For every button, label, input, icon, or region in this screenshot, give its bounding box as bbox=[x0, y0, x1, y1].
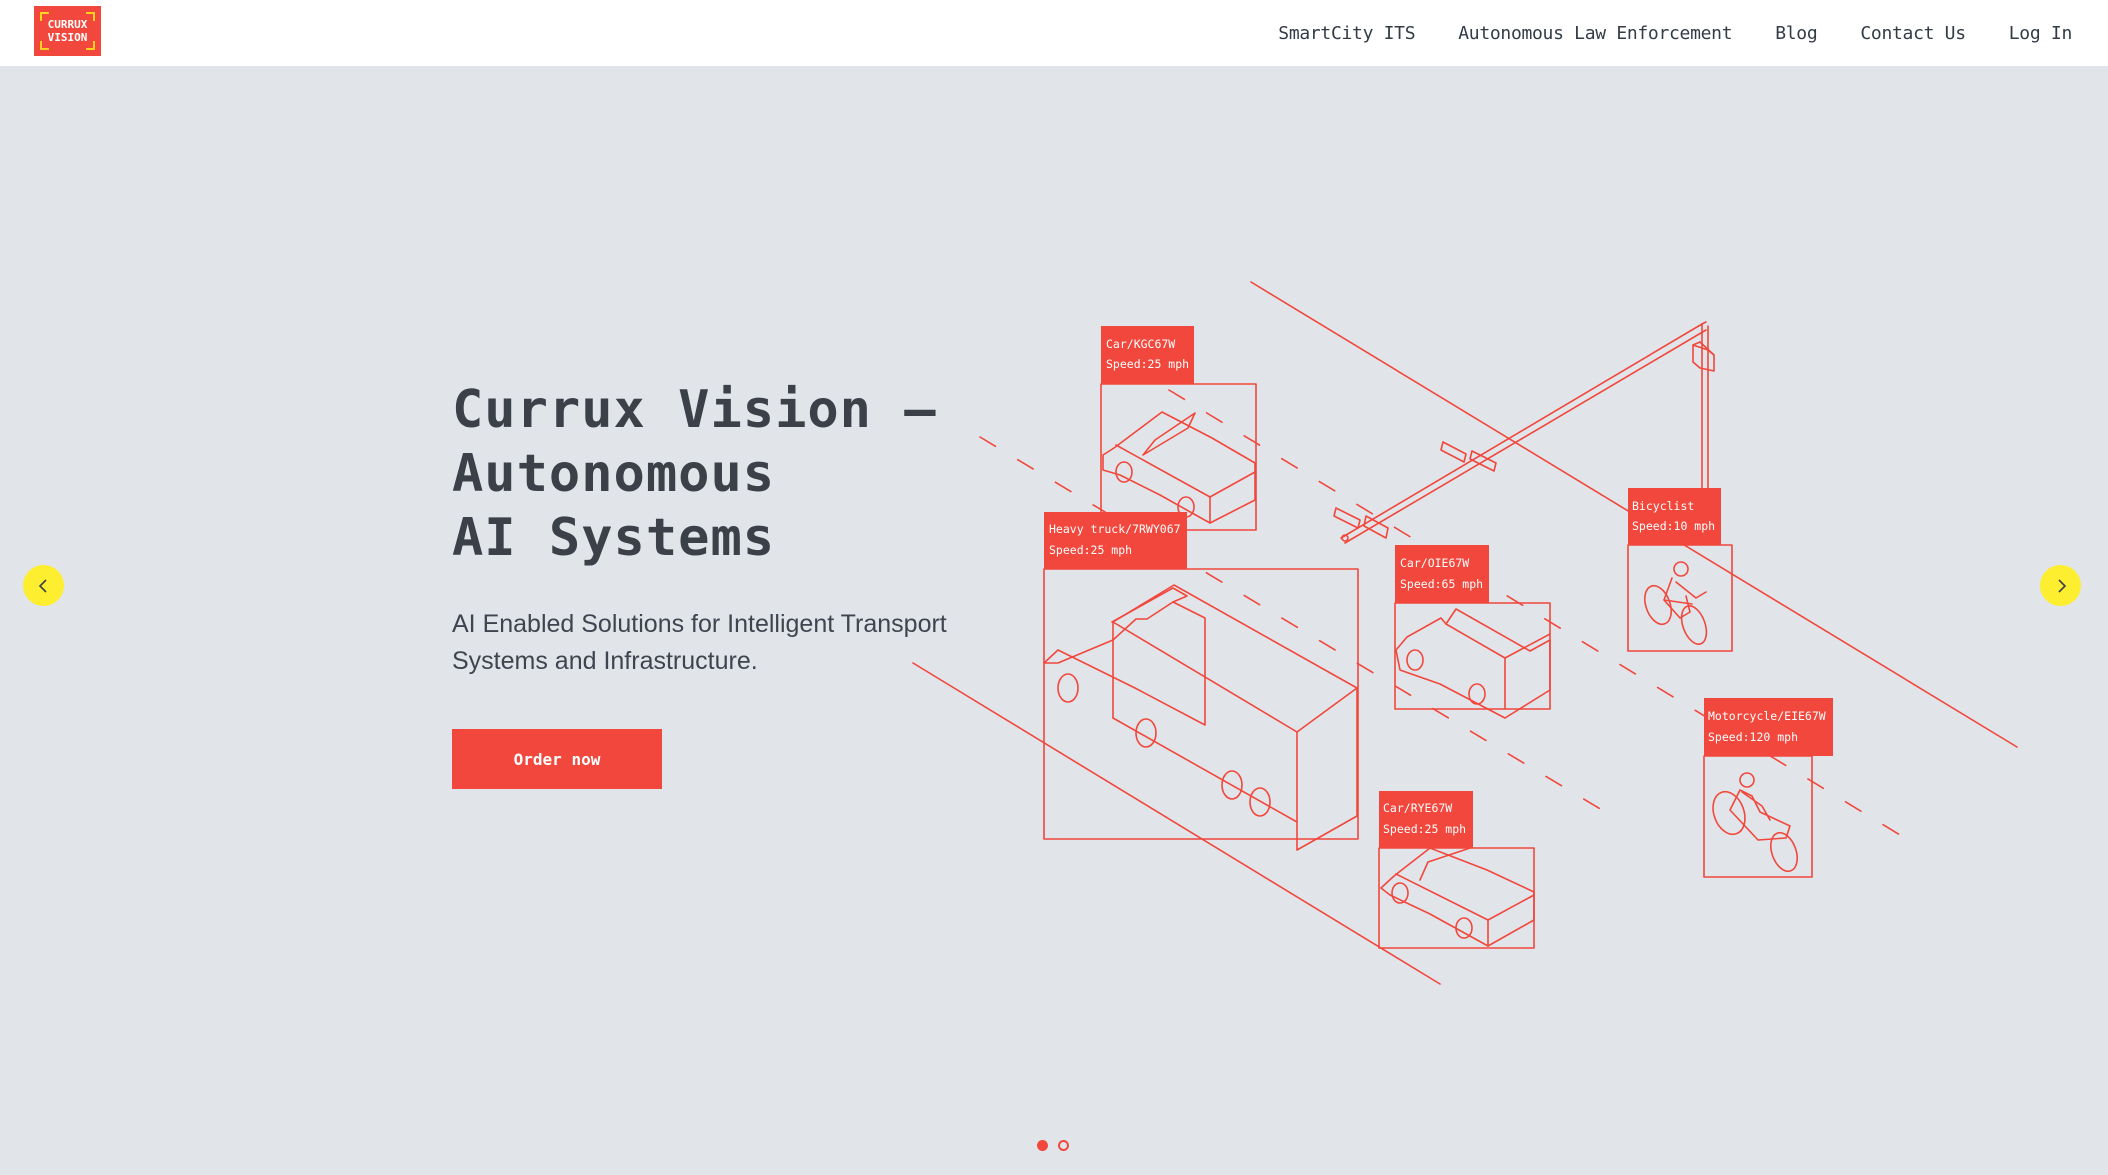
detection-speed: Speed:25 mph bbox=[1383, 822, 1466, 836]
detection-label-bicyclist: Bicyclist Speed:10 mph bbox=[1628, 488, 1721, 545]
logo-bracket-icon bbox=[40, 41, 49, 50]
carousel-next-button[interactable] bbox=[2040, 565, 2081, 606]
car-kgc-icon bbox=[1102, 411, 1256, 524]
detection-label-truck: Heavy truck/7RWY067 Speed:25 mph bbox=[1044, 512, 1187, 569]
motorcycle-icon bbox=[1712, 772, 1798, 873]
detection-speed: Speed:10 mph bbox=[1632, 519, 1715, 533]
bbox-bicyclist bbox=[1627, 544, 1733, 652]
hero-subtitle: AI Enabled Solutions for Intelligent Tra… bbox=[452, 610, 947, 675]
logo-bracket-icon bbox=[86, 12, 95, 21]
logo-text-line2: VISION bbox=[47, 31, 88, 44]
navbar: CURRUX VISION SmartCity ITS Autonomous L… bbox=[0, 0, 2108, 66]
bbox-car-kgc bbox=[1100, 383, 1257, 531]
nav-link-autonomous-law-enforcement[interactable]: Autonomous Law Enforcement bbox=[1458, 22, 1733, 44]
detection-label-car-kgc: Car/KGC67W Speed:25 mph bbox=[1101, 326, 1194, 384]
bbox-truck-7rwy bbox=[1043, 568, 1359, 840]
chevron-right-icon bbox=[2057, 578, 2066, 593]
road-edge-line bbox=[912, 662, 1441, 985]
logo-link[interactable]: CURRUX VISION bbox=[34, 6, 101, 56]
nav-link-smartcity-its[interactable]: SmartCity ITS bbox=[1278, 22, 1416, 44]
bbox-car-oie bbox=[1394, 602, 1551, 710]
hero-title: Currux Vision – Autonomous AI Systems bbox=[452, 378, 937, 570]
logo-bracket-icon bbox=[40, 12, 49, 21]
carousel-dot-2[interactable] bbox=[1058, 1140, 1069, 1151]
nav-link-blog[interactable]: Blog bbox=[1775, 22, 1818, 44]
lane-dash-line bbox=[979, 436, 1613, 817]
bicyclist-icon bbox=[1644, 561, 1708, 645]
logo-bracket-icon bbox=[86, 41, 95, 50]
main-nav: SmartCity ITS Autonomous Law Enforcement… bbox=[1235, 0, 2072, 66]
detection-speed: Speed:25 mph bbox=[1049, 543, 1132, 557]
chevron-left-icon bbox=[38, 578, 47, 593]
car-rye-icon bbox=[1380, 847, 1535, 947]
detection-speed: Speed:65 mph bbox=[1400, 577, 1483, 591]
detection-name: Car/KGC67W bbox=[1106, 337, 1175, 351]
hero-title-line: Currux Vision – bbox=[452, 380, 937, 440]
carousel-dot-1[interactable] bbox=[1037, 1140, 1048, 1151]
detection-speed: Speed:25 mph bbox=[1106, 357, 1189, 371]
detection-speed: Speed:120 mph bbox=[1708, 730, 1798, 744]
detection-name: Car/OIE67W bbox=[1400, 556, 1469, 570]
carousel-pagination bbox=[1037, 1140, 1069, 1151]
truck-icon bbox=[1043, 584, 1358, 851]
lane-dash-line bbox=[1168, 389, 1906, 839]
hero-title-line: Autonomous bbox=[452, 444, 776, 504]
hero-title-line: AI Systems bbox=[452, 508, 776, 568]
carousel-prev-button[interactable] bbox=[23, 565, 64, 606]
nav-link-contact-us[interactable]: Contact Us bbox=[1860, 22, 1966, 44]
detection-label-car-oie: Car/OIE67W Speed:65 mph bbox=[1395, 545, 1489, 603]
detection-name: Motorcycle/EIE67W bbox=[1708, 709, 1826, 723]
bbox-motorcycle bbox=[1703, 755, 1813, 878]
nav-link-log-in[interactable]: Log In bbox=[2008, 22, 2073, 44]
detection-name: Car/RYE67W bbox=[1383, 801, 1452, 815]
order-now-button[interactable]: Order now bbox=[452, 729, 662, 789]
detection-label-car-rye: Car/RYE67W Speed:25 mph bbox=[1379, 791, 1473, 848]
bbox-car-rye bbox=[1378, 847, 1535, 949]
detection-name: Heavy truck/7RWY067 bbox=[1049, 522, 1181, 536]
logo-text-line1: CURRUX bbox=[47, 18, 88, 31]
detection-label-motorcycle: Motorcycle/EIE67W Speed:120 mph bbox=[1704, 698, 1833, 756]
car-oie-icon bbox=[1395, 608, 1551, 719]
detection-name: Bicyclist bbox=[1632, 499, 1694, 513]
